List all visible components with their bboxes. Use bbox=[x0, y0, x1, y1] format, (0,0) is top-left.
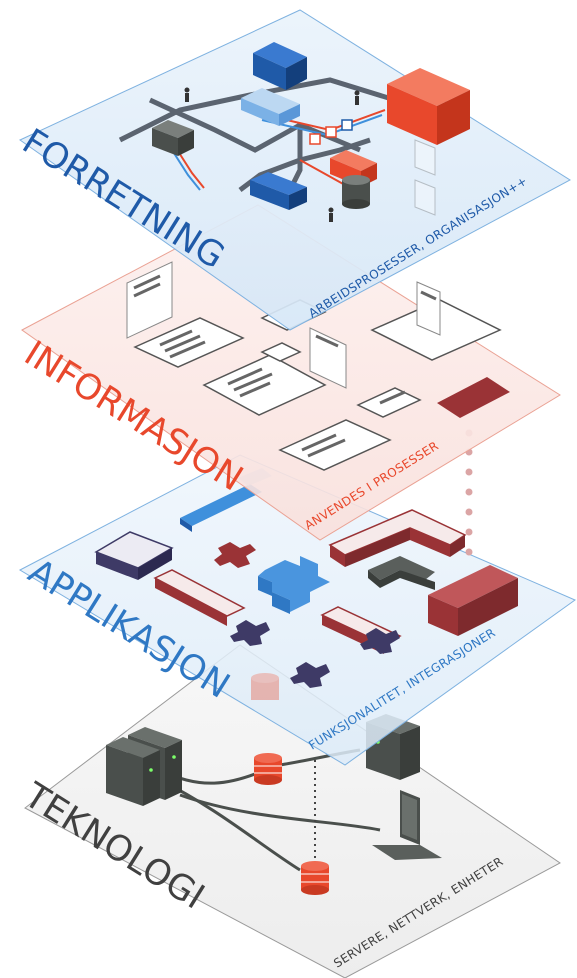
laptop-icon bbox=[372, 790, 442, 860]
application-module bbox=[328, 509, 467, 567]
server-icon bbox=[106, 737, 160, 806]
data-block bbox=[437, 377, 510, 418]
process-step bbox=[152, 120, 194, 156]
document-icon bbox=[416, 281, 441, 336]
document-icon bbox=[202, 354, 327, 416]
vertical-connector bbox=[465, 429, 473, 556]
document-icon bbox=[126, 261, 173, 339]
document-icon bbox=[414, 139, 436, 216]
application-module bbox=[153, 569, 246, 626]
information-layer: INFORMASJON ANVENDES I PROSESSER bbox=[17, 204, 561, 541]
puzzle-piece-icon bbox=[258, 556, 330, 614]
puzzle-piece-icon bbox=[230, 620, 270, 646]
document-icon bbox=[278, 419, 392, 471]
document-icon bbox=[133, 317, 245, 368]
puzzle-piece-icon bbox=[214, 542, 256, 568]
database-icon bbox=[301, 861, 329, 895]
process-step bbox=[241, 88, 300, 126]
document-icon bbox=[260, 342, 302, 362]
database-ghost-icon bbox=[251, 673, 279, 700]
business-plane bbox=[19, 9, 571, 331]
person-icon bbox=[354, 90, 360, 105]
process-step bbox=[250, 172, 307, 210]
application-module bbox=[368, 556, 435, 590]
organization-unit bbox=[253, 42, 307, 90]
person-icon bbox=[184, 87, 190, 102]
technology-plane bbox=[24, 644, 561, 978]
document-icon bbox=[356, 387, 422, 418]
person-icon bbox=[328, 207, 334, 222]
organization-unit bbox=[387, 68, 470, 145]
application-plane bbox=[18, 454, 577, 766]
data-store-icon bbox=[342, 175, 370, 209]
puzzle-piece-icon bbox=[360, 628, 400, 654]
document-icon bbox=[309, 327, 347, 389]
database-icon bbox=[254, 753, 282, 785]
business-layer: FORRETNING ARBEIDSPROSESSER, ORGANISASJO… bbox=[15, 9, 571, 331]
puzzle-piece-icon bbox=[290, 662, 330, 688]
application-module bbox=[428, 565, 518, 636]
application-component bbox=[94, 531, 174, 580]
gateway-icon bbox=[309, 119, 353, 145]
